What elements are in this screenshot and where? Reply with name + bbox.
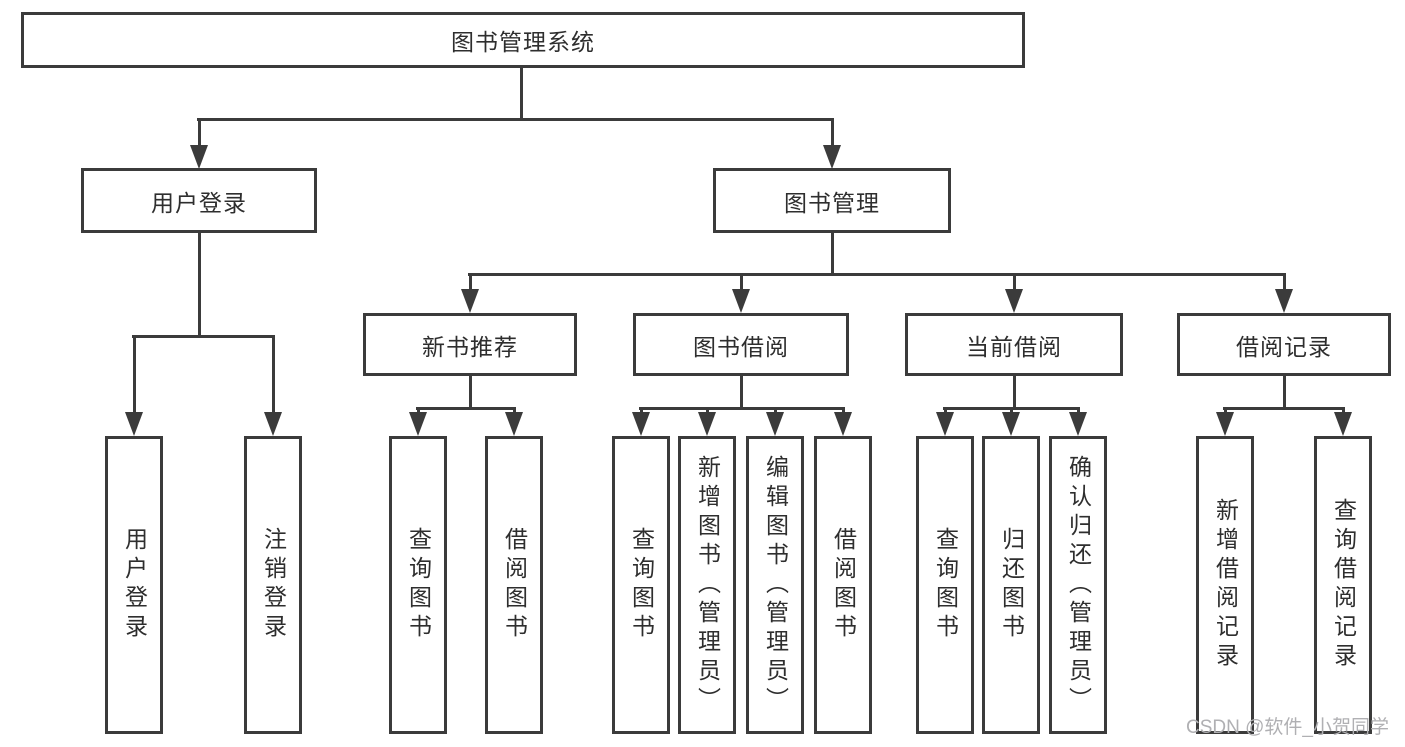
node-book-management-label: 图书管理 — [784, 189, 880, 216]
connector-arrow-shaft — [640, 407, 643, 414]
connector-arrow-shaft — [831, 118, 834, 147]
leaf-query-borrow-record-label: 查询借阅记录 — [1330, 498, 1357, 672]
leaf-logout: 注销登录 — [244, 436, 302, 734]
leaf-add-books-admin-label: 新增图书（管理员） — [694, 454, 721, 716]
arrowhead-down-icon — [1002, 412, 1020, 436]
leaf-user-login: 用户登录 — [105, 436, 163, 734]
connector-hline — [132, 335, 275, 338]
node-borrow-records: 借阅记录 — [1177, 313, 1391, 376]
connector-arrow-shaft — [1013, 273, 1016, 291]
leaf-edit-books-admin-label: 编辑图书（管理员） — [762, 454, 789, 716]
arrowhead-down-icon — [766, 412, 784, 436]
arrowhead-down-icon — [632, 412, 650, 436]
leaf-add-borrow-record: 新增借阅记录 — [1196, 436, 1254, 734]
leaf-return-books: 归还图书 — [982, 436, 1040, 734]
leaf-borrow-books: 借阅图书 — [814, 436, 872, 734]
leaf-query-books-borrow: 查询图书 — [612, 436, 670, 734]
connector-arrow-shaft — [944, 407, 947, 414]
arrowhead-down-icon — [461, 289, 479, 313]
arrowhead-down-icon — [1275, 289, 1293, 313]
arrowhead-down-icon — [190, 145, 208, 169]
arrowhead-down-icon — [936, 412, 954, 436]
connector-arrow-shaft — [513, 407, 516, 414]
leaf-confirm-return-admin-label: 确认归还（管理员） — [1065, 454, 1092, 716]
connector-arrow-shaft — [1283, 273, 1286, 291]
leaf-add-borrow-record-label: 新增借阅记录 — [1212, 498, 1239, 672]
arrowhead-down-icon — [698, 412, 716, 436]
arrowhead-down-icon — [834, 412, 852, 436]
leaf-edit-books-admin: 编辑图书（管理员） — [746, 436, 804, 734]
connector-vline — [1013, 376, 1016, 410]
arrowhead-down-icon — [264, 412, 282, 436]
connector-hline — [197, 118, 834, 121]
node-borrow-records-label: 借阅记录 — [1236, 333, 1332, 360]
node-current-borrow: 当前借阅 — [905, 313, 1123, 376]
connector-arrow-shaft — [1224, 407, 1227, 414]
leaf-query-books-current: 查询图书 — [916, 436, 974, 734]
connector-vline — [469, 376, 472, 410]
leaf-return-books-label: 归还图书 — [998, 527, 1025, 643]
node-new-book-recommend-label: 新书推荐 — [422, 333, 518, 360]
arrowhead-down-icon — [1216, 412, 1234, 436]
arrowhead-down-icon — [1334, 412, 1352, 436]
connector-arrow-shaft — [1077, 407, 1080, 414]
leaf-user-login-label: 用户登录 — [121, 527, 148, 643]
connector-arrow-shaft — [198, 118, 201, 147]
connector-vline — [198, 233, 201, 338]
node-root-label: 图书管理系统 — [451, 29, 595, 55]
connector-hline — [468, 273, 1286, 276]
connector-arrow-shaft — [133, 335, 136, 414]
leaf-borrow-books-recommend: 借阅图书 — [485, 436, 543, 734]
connector-vline — [1283, 376, 1286, 410]
connector-arrow-shaft — [706, 407, 709, 414]
node-user-login: 用户登录 — [81, 168, 317, 233]
arrowhead-down-icon — [1069, 412, 1087, 436]
arrowhead-down-icon — [823, 145, 841, 169]
connector-hline — [1223, 407, 1345, 410]
connector-arrow-shaft — [417, 407, 420, 414]
leaf-borrow-books-label: 借阅图书 — [830, 527, 857, 643]
connector-vline — [740, 376, 743, 410]
connector-arrow-shaft — [1342, 407, 1345, 414]
node-book-borrow-label: 图书借阅 — [693, 333, 789, 360]
watermark: CSDN @软件_小贺同学 — [1186, 717, 1389, 738]
leaf-query-borrow-record: 查询借阅记录 — [1314, 436, 1372, 734]
connector-hline — [416, 407, 516, 410]
node-book-management: 图书管理 — [713, 168, 951, 233]
node-book-borrow: 图书借阅 — [633, 313, 849, 376]
connector-arrow-shaft — [842, 407, 845, 414]
arrowhead-down-icon — [505, 412, 523, 436]
connector-arrow-shaft — [1010, 407, 1013, 414]
connector-arrow-shaft — [469, 273, 472, 291]
leaf-query-books-recommend-label: 查询图书 — [405, 527, 432, 643]
node-user-login-label: 用户登录 — [151, 189, 247, 216]
node-root: 图书管理系统 — [21, 12, 1025, 68]
leaf-borrow-books-recommend-label: 借阅图书 — [501, 527, 528, 643]
leaf-logout-label: 注销登录 — [260, 527, 287, 643]
leaf-query-books-borrow-label: 查询图书 — [628, 527, 655, 643]
leaf-confirm-return-admin: 确认归还（管理员） — [1049, 436, 1107, 734]
connector-arrow-shaft — [740, 273, 743, 291]
leaf-query-books-current-label: 查询图书 — [932, 527, 959, 643]
arrowhead-down-icon — [732, 289, 750, 313]
connector-vline — [831, 233, 834, 276]
arrowhead-down-icon — [1005, 289, 1023, 313]
node-new-book-recommend: 新书推荐 — [363, 313, 577, 376]
connector-hline — [639, 407, 845, 410]
connector-arrow-shaft — [774, 407, 777, 414]
leaf-add-books-admin: 新增图书（管理员） — [678, 436, 736, 734]
node-current-borrow-label: 当前借阅 — [966, 333, 1062, 360]
arrowhead-down-icon — [409, 412, 427, 436]
leaf-query-books-recommend: 查询图书 — [389, 436, 447, 734]
arrowhead-down-icon — [125, 412, 143, 436]
connector-vline — [520, 68, 523, 120]
connector-arrow-shaft — [272, 335, 275, 414]
